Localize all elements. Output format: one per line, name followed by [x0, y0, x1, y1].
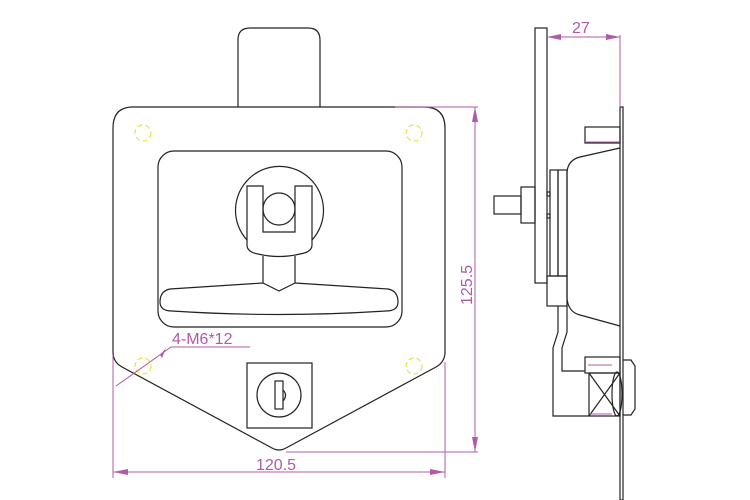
- shaft-collar: [520, 186, 536, 224]
- depth-dimension: 27: [572, 20, 590, 37]
- side-view: 27: [493, 20, 636, 500]
- mount-hole-icon: [134, 124, 152, 142]
- lock-cylinder-icon: [256, 372, 302, 418]
- mount-hole-icon: [405, 357, 423, 375]
- hub-circle: [234, 165, 325, 241]
- mount-hole-icon: [405, 124, 423, 142]
- handle-stem: [262, 256, 296, 292]
- callout-leader: [115, 346, 250, 387]
- keyway-icon: [274, 380, 284, 410]
- height-dimension: 125.5: [459, 265, 476, 305]
- lock-face: [623, 359, 636, 416]
- lock-housing: [246, 362, 313, 429]
- body-outline: [112, 106, 446, 451]
- pivot-circle: [262, 192, 296, 226]
- body-profile: [566, 147, 621, 327]
- width-dimension: 120.5: [256, 457, 296, 474]
- mount-hole-icon: [134, 357, 152, 375]
- u-yoke: [246, 185, 313, 258]
- stud: [584, 126, 621, 144]
- bracket: [549, 169, 559, 277]
- handle-plate: [534, 27, 548, 284]
- knob: [237, 27, 321, 107]
- front-view: 4-M6*12 125.5 120.5: [112, 27, 478, 478]
- latch-arm: [552, 306, 589, 417]
- handle-recess: [157, 150, 403, 328]
- thread-callout: 4-M6*12: [172, 331, 233, 348]
- door-flange: [619, 106, 624, 500]
- shaft: [493, 195, 522, 215]
- t-handle: [159, 282, 399, 316]
